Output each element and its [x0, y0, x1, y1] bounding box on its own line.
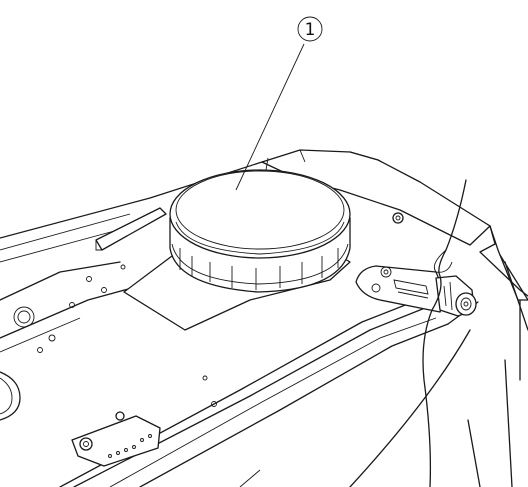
tag-plate	[71, 411, 161, 467]
knob	[435, 275, 477, 317]
left-rail-shadow	[95, 240, 102, 251]
plate-holes	[13, 264, 217, 407]
rear-raised-block-ridge	[265, 149, 306, 171]
callout-1: 1	[235, 16, 323, 191]
channel-rail-4	[139, 323, 449, 487]
bottom-left-arc	[0, 371, 21, 421]
lower-curve	[349, 329, 471, 487]
round-cap	[169, 169, 351, 293]
bottom-right-edge	[467, 359, 513, 487]
left-rail	[95, 207, 167, 251]
plate-step-line	[0, 261, 121, 301]
cable-loop	[433, 249, 453, 273]
base-plate-right-side	[499, 254, 528, 331]
callout-1-label: 1	[305, 20, 316, 40]
bottom-left-arc-inner	[0, 377, 13, 415]
cable	[422, 179, 467, 487]
channel-rail-2	[73, 305, 431, 487]
lower-curve-2	[239, 469, 261, 487]
plate-inner-edge	[0, 317, 81, 353]
channel-rail-3	[109, 317, 437, 487]
screw-top-right	[392, 212, 404, 224]
right-bracket	[355, 265, 447, 313]
base-plate-top-edge-inner	[0, 213, 131, 263]
